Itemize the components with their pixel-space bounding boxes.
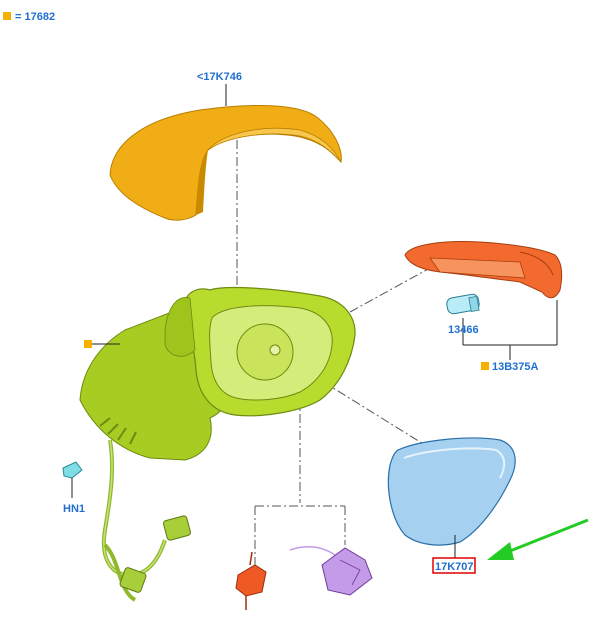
callout-glass[interactable]: 17K707 [435,561,474,573]
green-arrow-icon [487,518,589,560]
glass-highlight-box [432,557,476,574]
callout-lamp[interactable]: 13B375A [492,361,539,373]
lamp-leaders [462,300,558,360]
motor-right[interactable] [289,545,373,596]
callout-lamp-group: 13B375A [481,361,539,373]
callout-cap[interactable]: <17K746 [197,71,242,83]
lamp-marker-icon [481,362,489,370]
mirror-housing[interactable] [79,286,356,461]
mirror-cap[interactable] [109,104,342,221]
housing-marker [84,340,120,348]
housing-marker-icon [84,340,92,348]
callout-connector[interactable]: HN1 [63,503,85,515]
legend-marker-icon [3,12,11,20]
connector[interactable] [62,461,83,498]
bulb[interactable] [446,293,480,315]
callout-bulb[interactable]: 13466 [448,324,479,336]
motor-left[interactable] [235,551,267,610]
mirror-glass[interactable] [387,437,516,546]
legend: = 17682 [3,11,55,23]
wiring-harness[interactable] [101,439,192,602]
legend-text: = 17682 [15,11,55,23]
side-lamp[interactable] [404,241,563,299]
